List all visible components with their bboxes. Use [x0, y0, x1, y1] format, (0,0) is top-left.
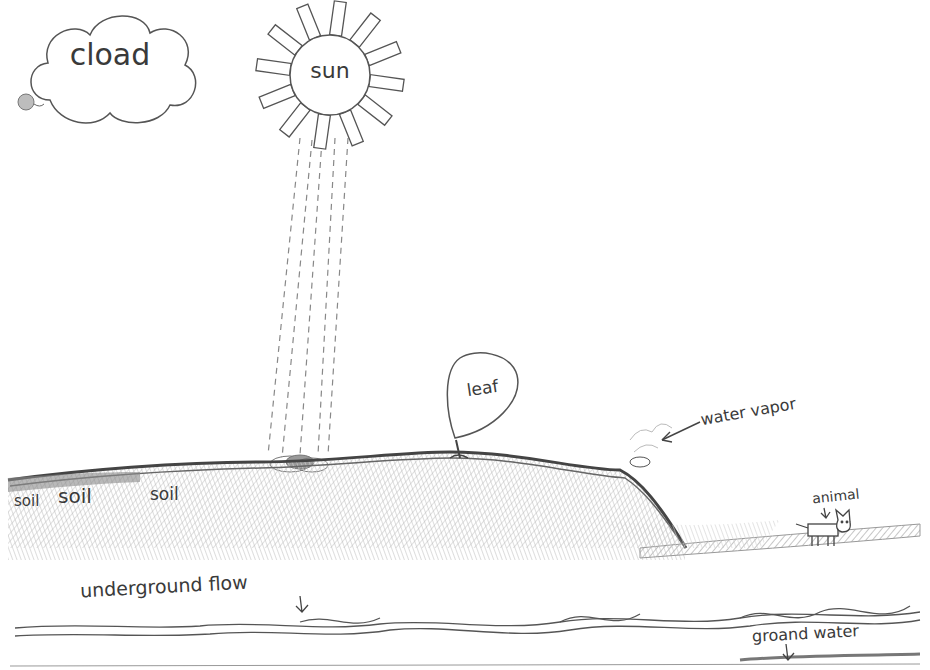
shape-label: sun [255, 58, 405, 83]
rain-drop [18, 94, 34, 110]
callout-arrow [783, 644, 794, 660]
sun-ray [268, 25, 302, 55]
leaf-base [450, 455, 468, 458]
ground-shade [600, 520, 780, 548]
sun-shape: sun [255, 0, 405, 150]
leaf-shape: leaf [445, 350, 520, 440]
sun-rays [268, 138, 348, 458]
sun-ray [297, 4, 321, 40]
shape-label: cload [20, 37, 200, 72]
sun-ray [314, 114, 331, 149]
sun-ray [256, 59, 291, 76]
bottom-line [10, 664, 920, 666]
part-label: soil [150, 484, 179, 504]
part-label: soil [14, 492, 39, 510]
water-vapor-puff [630, 424, 672, 467]
sun-ray [358, 95, 392, 125]
sun-ray [365, 42, 401, 66]
part-label: soil [58, 484, 92, 508]
callout-arrow [821, 508, 830, 518]
drop-mark [34, 104, 44, 106]
part-label: underground flow [80, 571, 249, 602]
groundwater-layer [740, 654, 920, 660]
callout-arrow [296, 596, 308, 612]
hill-surface-line [10, 458, 684, 546]
hill-fill [8, 452, 685, 560]
sun-ray [259, 84, 295, 108]
arrow-head [662, 432, 672, 442]
part-label: groand water [752, 621, 860, 646]
sun-ray [369, 75, 404, 92]
part-label: water vapor [699, 394, 797, 429]
cloud-shape: cload [20, 5, 200, 130]
hill-surface [8, 452, 686, 548]
sun-ray [280, 103, 310, 137]
callout-arrow [662, 422, 700, 440]
part-label: animal [811, 486, 860, 507]
hill-shading [8, 452, 685, 548]
sun-ray [339, 110, 363, 146]
sun-ray [350, 13, 380, 47]
sun-ray [330, 1, 347, 36]
